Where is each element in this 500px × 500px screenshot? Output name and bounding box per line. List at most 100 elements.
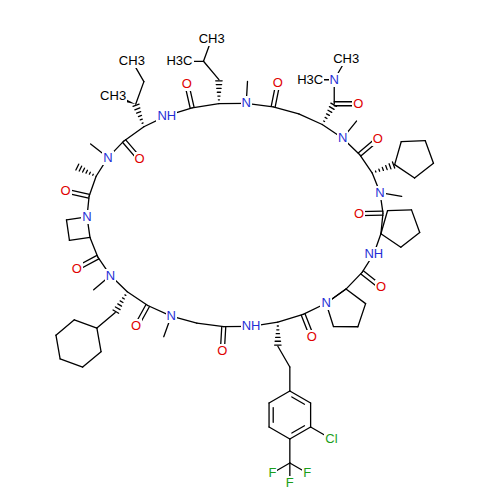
hashed-bond [89,172,91,174]
benzene-ring [310,403,311,427]
hashed-bond [92,174,94,176]
cyclopentyl-ring [395,165,415,178]
hashed-bond [118,304,122,306]
aromatic-bond [292,397,305,404]
hashed-bond [375,171,377,172]
proline-ring [358,304,366,327]
benzene-ring [269,391,290,403]
benzene-ring [269,427,290,439]
atom-label: O [353,207,365,221]
bond-line [203,61,218,79]
azetidine-ring [69,237,90,240]
hashed-bond [140,119,142,121]
atom-label: N [105,269,116,283]
bond-line [97,313,115,328]
atom-label: N [329,73,340,87]
hashed-bond [382,167,383,170]
hashed-bond [83,168,85,172]
cyclohexane-ring [60,359,83,367]
hashed-bond [218,99,219,100]
hashed-bond [275,341,280,342]
ring-bond [90,237,98,257]
hashed-bond [217,92,220,93]
aromatic-bond [292,426,305,433]
hashed-bond [142,122,143,124]
atom-label: O [272,76,284,90]
atom-label: O [130,319,142,333]
bond-line [289,367,290,391]
hashed-bond [137,112,141,113]
hashed-bond [216,84,221,85]
cyclohexane-ring [56,335,60,359]
cyclohexane-ring [97,328,101,352]
cyclohexane-ring [74,320,97,328]
cyclopentyl-ring [415,163,434,178]
atom-label: N [81,210,92,224]
spiro-ring [412,210,420,233]
hashed-bond [120,301,123,303]
atom-label: N [166,309,177,323]
hashed-bond [276,333,279,334]
hashed-bond [86,170,87,173]
bond-line [278,346,290,367]
hashed-bond [276,337,280,338]
hashed-bond [123,298,125,299]
atom-label: O [306,330,318,344]
atom-label: F [268,466,278,480]
spiro-ring [381,211,388,234]
atom-label: O [71,262,83,276]
atom-label: NH [156,109,177,123]
atom-label: F [285,476,295,490]
atom-label: O [352,97,364,111]
atom-label: NH [363,247,384,261]
atom-label: NH [241,319,262,333]
atom-label: O [216,344,228,358]
atom-label: N [337,131,348,145]
hashed-bond [386,166,387,170]
proline-ring [333,326,357,328]
atom-label: O [134,152,146,166]
spiro-ring [401,232,420,247]
benzene-ring [268,403,269,427]
ring-bond [127,292,147,306]
atom-label: O [372,132,384,146]
atom-label: N [374,186,385,200]
spiro-ring [381,234,401,247]
hashed-bond [329,107,334,110]
cyclohexane-ring [83,352,101,367]
hashed-bond [79,166,81,171]
proline-ring [346,289,366,304]
hashed-bond [328,110,332,112]
cyclopentyl-ring [401,140,425,142]
hashed-bond [323,120,325,122]
ring-bond [360,154,373,172]
ring-bond [278,314,303,322]
atom-label: F [302,466,312,480]
hashed-bond [325,117,327,118]
hashed-bond [218,95,220,96]
atom-label: N [241,96,252,110]
hashed-bond [138,115,141,116]
hashed-bond [124,294,126,296]
atom-label: H3C [165,54,193,68]
atom-label: CH3 [332,52,360,66]
ring-bond [299,114,322,125]
ring-bond [197,323,224,326]
cyclopentyl-ring [395,142,402,165]
bond-line [289,439,290,463]
atom-label: CH3 [118,54,146,68]
hashed-bond [327,114,330,116]
atom-label: N [320,296,331,310]
bond-line [136,82,144,105]
atom-label: N [102,151,113,165]
atom-label: CH3 [198,32,226,46]
azetidine-ring [66,220,69,241]
atom-label: H3C [296,73,324,87]
ring-bond [273,107,299,114]
hashed-bond [275,344,281,345]
cyclopentyl-ring [425,141,433,164]
ring-bond [89,176,96,196]
spiro-ring [388,209,412,211]
